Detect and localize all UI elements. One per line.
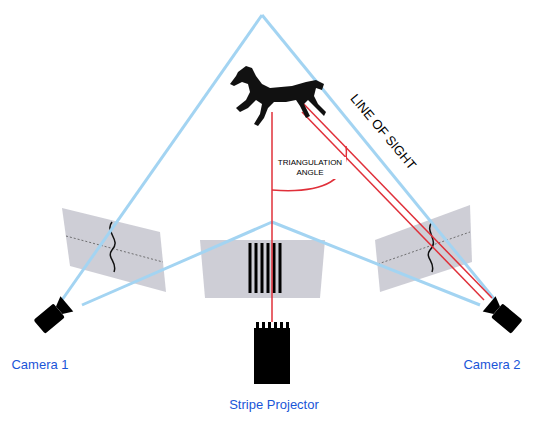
camera-label: Camera 1 xyxy=(11,357,68,373)
projector-plane xyxy=(200,240,325,298)
camera2-icon xyxy=(483,296,523,334)
projected-stripes xyxy=(250,243,280,293)
plane-axis xyxy=(378,232,470,264)
field-of-view xyxy=(62,15,495,305)
projector-icon xyxy=(254,322,290,384)
angle-label: TRIANGULATION ANGLE xyxy=(274,157,346,179)
camera1-icon xyxy=(33,296,73,334)
horse-silhouette xyxy=(230,66,326,126)
projector-label: Stripe Projector xyxy=(229,397,319,413)
camera-label: Camera 2 xyxy=(463,357,520,373)
camera2-image-plane xyxy=(375,205,472,292)
